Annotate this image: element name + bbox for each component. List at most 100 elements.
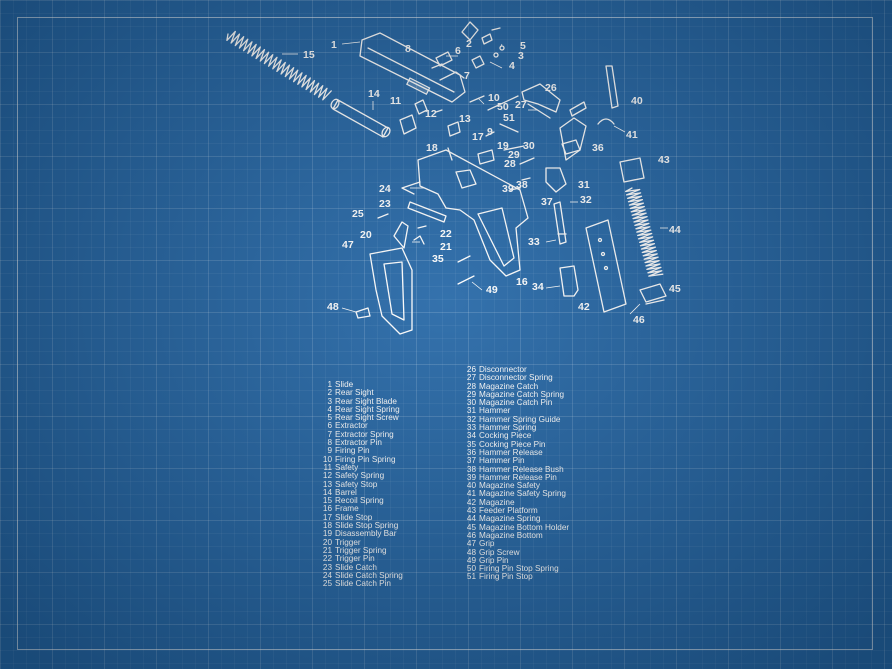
callout-22: 22 [440,228,452,240]
legend-item-number: 45 [466,522,476,532]
callout-13: 13 [459,113,471,125]
legend-item-number: 16 [322,504,332,514]
legend-item-number: 6 [327,421,332,431]
magazine-spring-part [625,187,664,277]
callout-30: 30 [523,140,535,152]
leader-lines [282,41,668,315]
callout-47: 47 [342,239,354,251]
legend-item-name: Trigger Spring [335,545,387,555]
callout-48: 48 [327,301,339,313]
legend-item-name: Rear Sight Blade [335,396,397,406]
callout-45: 45 [669,283,681,295]
callout-29: 29 [508,149,520,161]
callout-31: 31 [578,179,590,191]
callout-18: 18 [426,142,438,154]
legend-item-name: Grip Pin [479,555,509,565]
legend-item-number: 34 [466,431,476,441]
legend-item-number: 41 [466,489,476,499]
legend-item-name: Hammer Pin [479,456,525,466]
legend-item-name: Trigger Pin [335,554,375,564]
legend-item-number: 2 [327,388,332,398]
callout-20: 20 [360,229,372,241]
legend-item-name: Safety Stop [335,479,378,489]
legend-item-number: 3 [327,396,332,406]
legend-item-name: Slide [335,380,354,389]
legend-item-name: Magazine Bottom Holder [479,522,570,532]
callout-1: 1 [331,39,337,51]
callout-10: 10 [488,92,500,104]
callout-28: 28 [504,158,516,170]
legend-item-number: 30 [466,398,476,408]
disconnector-part [521,83,587,161]
legend-item-name: Disconnector [479,365,527,374]
legend-item-name: Firing Pin [335,446,370,456]
hammer-parts [477,139,581,193]
legend-item-name: Slide Stop Spring [335,521,399,531]
legend-item-number: 17 [322,512,332,522]
callout-12: 12 [425,108,437,120]
legend-item-number: 46 [466,530,476,540]
legend-item-number: 32 [466,414,476,424]
legend-item-name: Hammer Release Bush [479,464,564,474]
legend-item-number: 1 [327,380,332,389]
callout-23: 23 [379,198,391,210]
legend-item-name: Firing Pin Spring [335,454,396,464]
callout-19: 19 [497,140,509,152]
legend-item-name: Slide Stop [335,512,373,522]
recoil-spring-part [226,30,332,101]
callout-38: 38 [516,179,528,191]
callout-3: 3 [518,50,524,62]
legend-item-number: 15 [322,496,332,506]
legend-item-name: Magazine Safety Spring [479,489,566,499]
legend-item-name: Disconnector Spring [479,373,553,383]
legend-item-number: 13 [322,479,332,489]
callout-46: 46 [633,314,645,326]
legend-item-number: 33 [466,423,476,433]
legend-item-number: 37 [466,456,476,466]
legend-item-name: Magazine Spring [479,514,541,524]
legend-item-name: Firing Pin Stop [479,572,533,582]
legend-item-name: Magazine Catch Spring [479,389,565,399]
callout-11: 11 [390,95,401,107]
callout-2: 2 [466,38,472,50]
callout-6: 6 [455,45,461,57]
callout-51: 51 [503,112,515,124]
feeder-platform-part [619,157,645,183]
callout-labels: 1 2 3 4 5 6 7 8 9 10 11 12 13 14 15 16 1… [303,38,681,326]
legend-item-number: 51 [466,572,476,582]
grip-screw-part [355,307,371,319]
callout-25: 25 [352,208,364,220]
callout-26: 26 [545,82,557,94]
legend-item-name: Trigger [335,537,361,547]
magazine-safety-part [597,65,619,125]
callout-24: 24 [379,183,391,195]
callout-41: 41 [626,129,638,141]
